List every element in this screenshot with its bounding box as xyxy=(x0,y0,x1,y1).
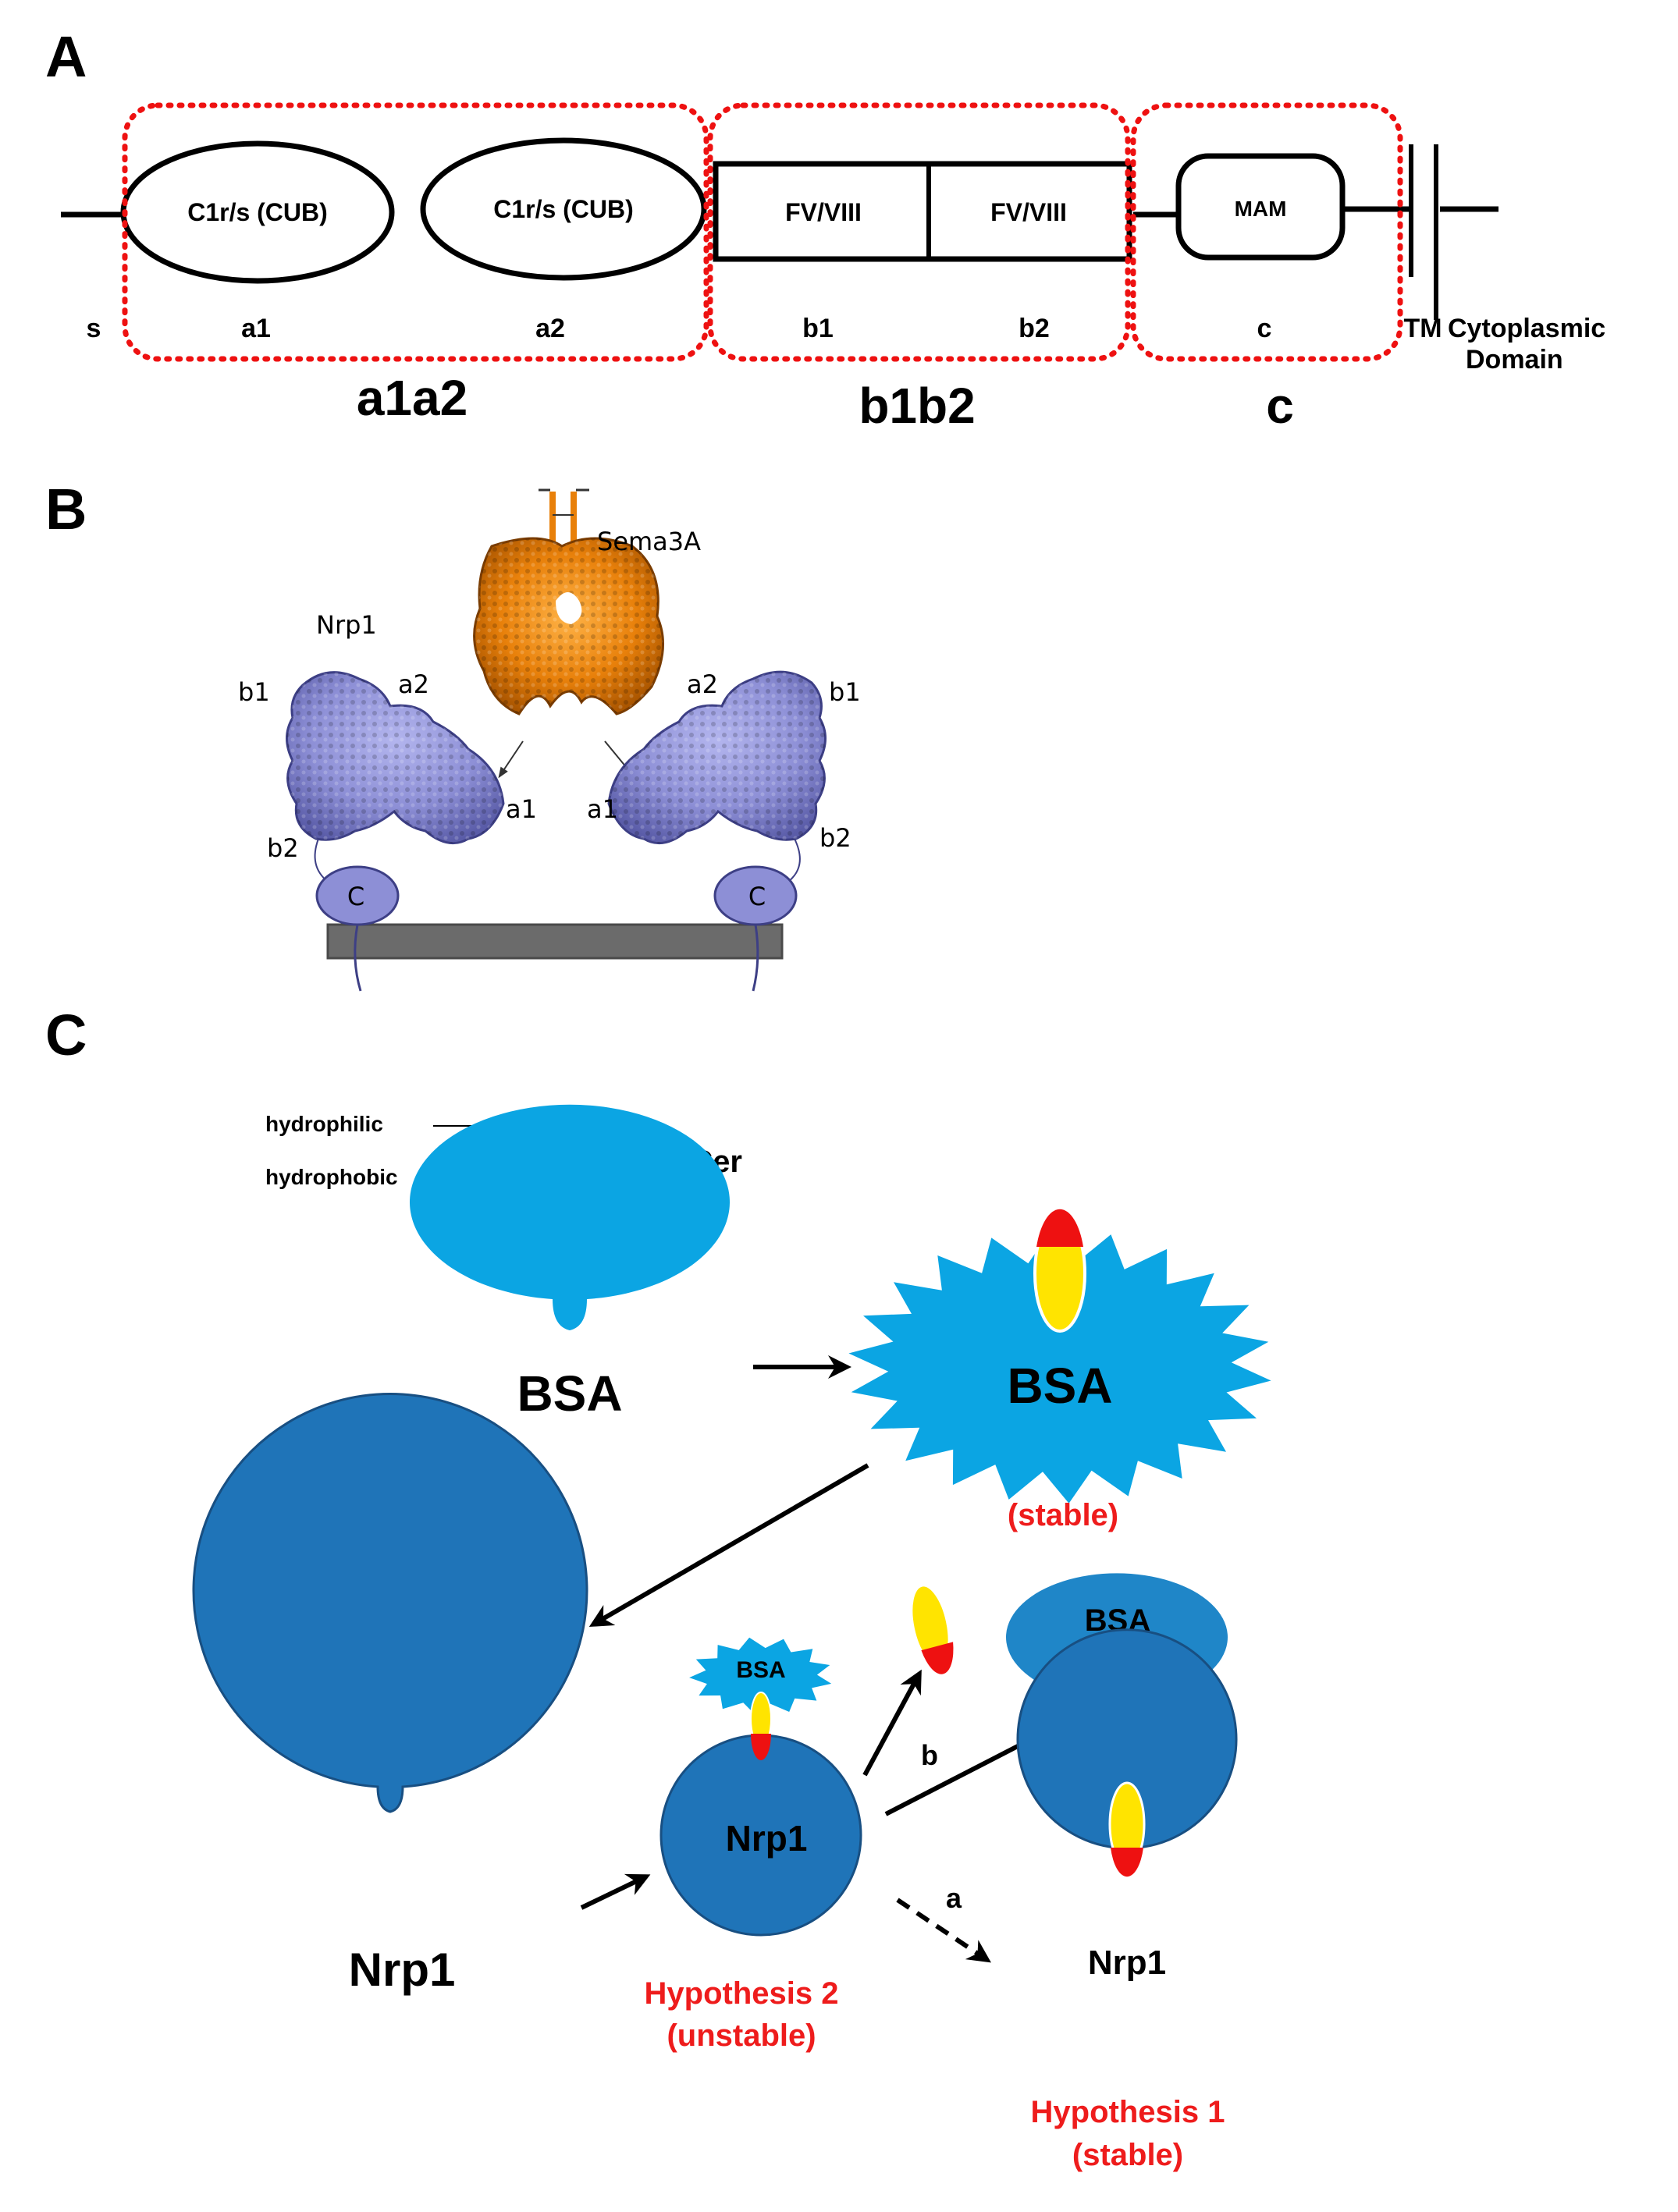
hypothesis1-line2: (stable) xyxy=(1072,2138,1183,2172)
bsa-oval-label: BSA xyxy=(517,1365,622,1422)
label-tm: TM xyxy=(1403,314,1442,343)
nrp1-right-b2: b2 xyxy=(819,823,851,853)
arrow-release-bsa xyxy=(884,1731,1047,1816)
label-cytoplasmic: Cytoplasmic xyxy=(1448,314,1605,343)
bsa-stable-label: BSA xyxy=(1007,1358,1112,1414)
panel-c-letter: C xyxy=(45,1003,87,1067)
hydrophilic-label: hydrophilic xyxy=(265,1112,383,1136)
hypothesis2-line1: Hypothesis 2 xyxy=(645,1976,839,2011)
nrp1-large xyxy=(192,1393,588,1813)
nrp1-right-a2: a2 xyxy=(687,669,718,699)
path-b-label: b xyxy=(921,1739,938,1771)
sema3a-label: Sema3A xyxy=(597,527,701,556)
label-b1: b1 xyxy=(802,314,834,343)
sema-arrow-left xyxy=(498,740,524,779)
hypothesis1-line1: Hypothesis 1 xyxy=(1031,2095,1225,2129)
nrp1-right-structure xyxy=(607,670,827,992)
cub-domain-a2 xyxy=(420,137,707,281)
nrp1-left-b2: b2 xyxy=(267,833,299,863)
nrp1-right-b1: b1 xyxy=(829,677,861,707)
bsa-small-label: BSA xyxy=(736,1657,785,1683)
nrp1-right-c-label: C xyxy=(748,882,766,911)
group-box-c xyxy=(1130,102,1403,362)
fv-viii-box xyxy=(713,161,1132,262)
panel-c: C hydrophilic hydrophobic kCer BSA xyxy=(45,1003,1271,2172)
cub-a2-label: C1r/s (CUB) xyxy=(493,195,634,223)
label-c: c xyxy=(1257,314,1272,343)
group-box-b1b2 xyxy=(707,102,1131,362)
arrow-stable-to-nrp1 xyxy=(588,1463,869,1628)
cub-a1-label: C1r/s (CUB) xyxy=(187,198,328,226)
label-s: s xyxy=(87,314,101,343)
stable-label: (stable) xyxy=(1008,1498,1118,1532)
kcer-small xyxy=(750,1692,772,1760)
panel-a: A C1r/s (CUB) C1r/s (CUB) FV/VIII FV/VII… xyxy=(45,24,1605,434)
hypothesis2-line2: (unstable) xyxy=(667,2018,816,2053)
label-domain: Domain xyxy=(1466,345,1563,375)
group-label-b1b2: b1b2 xyxy=(859,378,975,434)
group-label-c: c xyxy=(1266,378,1294,434)
bsa-stable-kcer xyxy=(1033,1209,1086,1333)
label-b2: b2 xyxy=(1019,314,1050,343)
group-label-a1a2: a1a2 xyxy=(357,370,467,426)
nrp1-left-a2: a2 xyxy=(398,669,429,699)
cell-membrane xyxy=(326,923,784,960)
arrow-release-kcer xyxy=(862,1669,922,1777)
bsa-oval xyxy=(409,1104,730,1330)
fv-b1-label: FV/VIII xyxy=(785,198,862,226)
nrp1-medium-label: Nrp1 xyxy=(726,1818,808,1859)
panel-b-letter: B xyxy=(45,477,87,541)
sema3a-stalks xyxy=(539,488,589,546)
label-a2: a2 xyxy=(535,314,565,343)
arrow-path-a-dashed xyxy=(896,1898,991,1963)
nrp1-large-label: Nrp1 xyxy=(349,1944,456,1996)
label-a1: a1 xyxy=(241,314,271,343)
bsa-stable-spiky xyxy=(848,1230,1271,1504)
fv-b2-label: FV/VIII xyxy=(990,198,1067,226)
arrow-to-hypothesis2 xyxy=(580,1873,651,1910)
nrp1-right-a1: a1 xyxy=(587,794,618,824)
nrp1-label: Nrp1 xyxy=(316,610,377,640)
nrp1-left-b1: b1 xyxy=(238,677,270,707)
nrp1-left-c-label: C xyxy=(347,882,364,911)
bsa-spiky-small xyxy=(689,1637,832,1715)
nrp1-hypothesis1-label: Nrp1 xyxy=(1088,1944,1166,1982)
kcer-released xyxy=(910,1584,954,1674)
hydrophobic-label: hydrophobic xyxy=(265,1165,398,1189)
kcer-bound-hypothesis1 xyxy=(1108,1781,1146,1877)
sema3a-structure xyxy=(473,537,665,715)
group-box-a1a2 xyxy=(122,102,709,362)
nrp1-left-structure xyxy=(286,671,505,992)
panel-a-letter: A xyxy=(45,24,87,89)
mam-label: MAM xyxy=(1235,197,1287,221)
path-a-label: a xyxy=(946,1882,962,1914)
mam-domain xyxy=(1175,153,1346,261)
panel-b: B Sema3A C xyxy=(45,477,861,992)
nrp1-left-a1: a1 xyxy=(506,794,537,824)
